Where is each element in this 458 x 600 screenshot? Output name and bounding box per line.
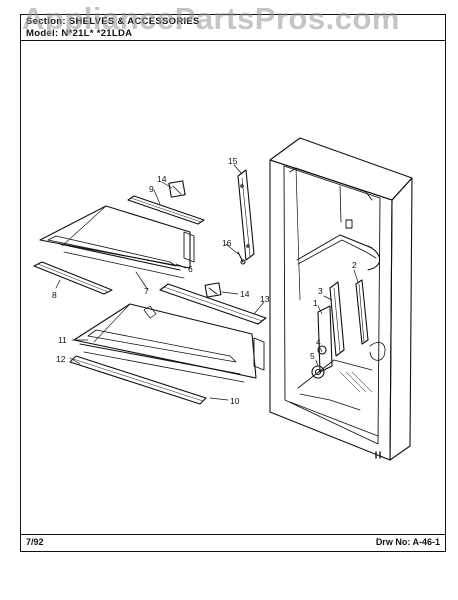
part-16-screw — [237, 251, 246, 265]
footer-divider — [20, 534, 446, 535]
callout-5: 5 — [310, 351, 315, 361]
watermark: AppliancePartsPros.com — [22, 1, 400, 36]
part-15-bracket — [237, 169, 255, 261]
header-divider — [20, 40, 446, 41]
revision-date: 7/92 — [26, 537, 44, 547]
part-14-clip-lower — [204, 282, 222, 298]
part-9-trim — [127, 195, 205, 225]
callout-12: 12 — [56, 354, 66, 364]
part-8-front-trim — [33, 261, 113, 295]
callout-13: 13 — [260, 294, 270, 304]
callout-14-lower: 14 — [240, 289, 250, 299]
leader-lines — [55, 164, 359, 401]
part-13-rear-trim — [159, 283, 267, 325]
callout-14-upper: 14 — [157, 174, 167, 184]
callout-9: 9 — [149, 184, 154, 194]
part-12-front-trim — [69, 355, 207, 405]
part-1-support — [317, 305, 333, 373]
callout-labels: 15 16 14 9 6 7 8 14 13 11 12 10 2 3 1 4 … — [52, 156, 357, 406]
part-11-lower-shelf — [73, 303, 265, 383]
part-6-7-upper-shelf — [39, 205, 195, 279]
callout-1: 1 — [313, 298, 318, 308]
callout-4: 4 — [316, 337, 321, 347]
callout-15: 15 — [228, 156, 238, 166]
model-line: Model: N*21L* *21LDA — [26, 28, 133, 39]
drawing-frame — [20, 14, 446, 552]
callout-7: 7 — [144, 286, 149, 296]
callout-8: 8 — [52, 290, 57, 300]
callout-11: 11 — [58, 335, 67, 345]
refrigerator-cabinet — [269, 137, 413, 461]
section-title: Section: SHELVES & ACCESSORIES — [26, 16, 200, 27]
callout-10: 10 — [230, 396, 240, 406]
part-3-rail — [329, 281, 345, 357]
callout-6: 6 — [188, 264, 193, 274]
part-14-clip-upper — [168, 180, 186, 198]
part-2-rail — [355, 279, 369, 345]
callout-2: 2 — [352, 260, 357, 270]
callout-3: 3 — [318, 286, 323, 296]
drawing-number: Drw No: A-46-1 — [375, 537, 440, 547]
callout-16: 16 — [222, 238, 232, 248]
